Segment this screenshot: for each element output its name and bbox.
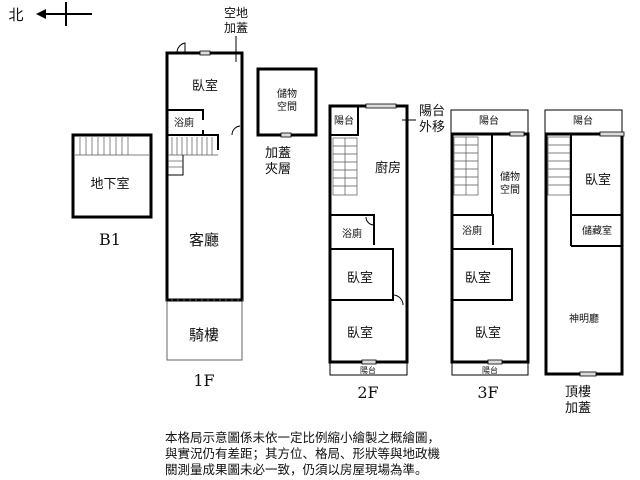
note-balcony-moved: 陽台 [419,104,445,119]
floor-label-rooftop: 頂樓 [565,385,591,400]
room-balcony-rear: 陽台 [482,365,498,375]
note-open-space: 空地 [224,6,248,20]
room-storeroom: 儲藏室 [582,224,612,237]
room-storage-line2: 空間 [277,100,297,113]
stairs-icon [332,137,358,196]
floor-label-2f: 2F [357,383,378,402]
room-bedroom: 臥室 [465,270,491,286]
mezzanine-label: 加蓋 [265,146,291,161]
floor-label-rooftop-line2: 加蓋 [565,401,591,416]
room-bedroom: 臥室 [585,172,611,188]
stairs-icon [168,137,218,176]
room-balcony: 陽台 [573,114,593,127]
disclaimer-line: 關測量成果圖未必一致，仍須以房屋現場為準。 [165,462,428,477]
north-label: 北 [8,6,23,24]
stairs-icon [453,136,479,196]
note-balcony-moved-line2: 外移 [419,120,445,135]
floor-label-1f: 1F [193,371,214,390]
floor-b1: 地下室 B1 [71,133,153,249]
room-balcony-rear: 陽台 [360,365,376,375]
room-balcony: 陽台 [479,114,499,127]
room-bedroom: 臥室 [347,270,373,286]
room-bathroom: 浴廁 [342,227,362,240]
stairs-icon [547,136,571,196]
floor-label-3f: 3F [477,383,498,402]
room-bedroom: 臥室 [475,325,501,341]
room-shrine: 神明廳 [569,312,599,325]
disclaimer-line: 本格局示意圖係未依一定比例縮小繪製之概繪圖， [165,430,440,445]
north-arrow-icon [36,2,92,26]
stairs-icon [75,137,149,156]
room-balcony: 陽台 [334,114,354,127]
floor-3f: 陽台 儲物 空間 浴廁 臥室 臥室 陽台 3F [450,109,530,402]
floor-label-b1: B1 [99,230,121,249]
room-arcade: 騎樓 [189,326,219,344]
room-bathroom: 浴廁 [174,116,194,129]
note-addition: 加蓋 [224,21,248,35]
room-living-room: 客廳 [189,231,219,249]
disclaimer: 本格局示意圖係未依一定比例縮小繪製之概繪圖， 與實況仍有差距；其方位、格局、形狀… [165,430,441,477]
room-kitchen: 廚房 [375,160,401,176]
floor-2f: 陽台 廚房 浴廁 臥室 臥室 陽台 陽台 外移 2F [328,103,445,402]
floor-1f: 空地 加蓋 臥室 浴廁 客廳 騎樓 1F [165,6,248,390]
room-bedroom: 臥室 [192,78,218,94]
mezzanine-label-line2: 夾層 [265,162,291,177]
disclaimer-line: 與實況仍有差距；其方位、格局、形狀等與地政機 [165,446,441,461]
room-storage: 儲物 [500,170,520,183]
room-storage-line2: 空間 [500,183,520,196]
room-storage: 儲物 [277,87,297,100]
mezzanine: 儲物 空間 加蓋 夾層 [256,67,318,177]
floor-rooftop: 陽台 臥室 儲藏室 神明廳 頂樓 加蓋 [544,109,625,416]
room-bedroom: 臥室 [347,325,373,341]
room-bathroom: 浴廁 [462,224,482,237]
room-basement: 地下室 [90,176,129,192]
